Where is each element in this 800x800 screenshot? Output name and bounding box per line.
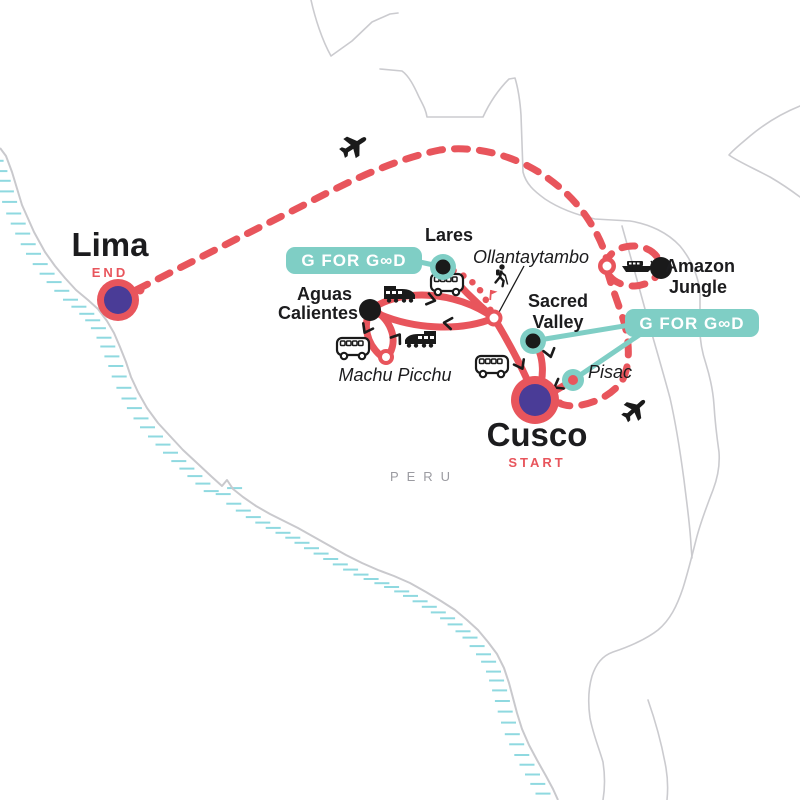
pisac-marker — [562, 369, 584, 391]
plane-icon — [339, 136, 367, 159]
link-gforgood-sacred-valley — [530, 320, 645, 344]
coast-hatching — [0, 159, 551, 795]
amazon-jungle-marker — [650, 257, 672, 279]
g-for-good-badge-left-label: G FOR G∞D — [301, 251, 406, 270]
route-aguas-ollantaytambo-outbound — [366, 291, 498, 322]
ollantaytambo-label: Ollantaytambo — [473, 247, 589, 267]
train-icon — [384, 286, 415, 303]
lima-marker — [97, 279, 145, 321]
amazon-junction-marker — [598, 257, 616, 275]
g-for-good-badge-left: G FOR G∞D — [286, 247, 422, 274]
chevron-icon — [542, 346, 556, 359]
border-line — [379, 68, 721, 800]
g-for-good-badge-right: G FOR G∞D — [625, 309, 759, 337]
hiker-icon — [494, 264, 509, 288]
g-for-good-badge-right-label: G FOR G∞D — [639, 314, 744, 333]
plane-icon — [621, 399, 646, 423]
ollantaytambo-leader-line — [497, 265, 525, 315]
border-line — [310, 0, 399, 57]
sacred-valley-label-line1: Sacred — [528, 291, 588, 311]
sacred-valley-marker — [520, 328, 546, 354]
lares-marker — [430, 254, 456, 280]
chevron-icon — [512, 358, 526, 370]
chevron-icon — [425, 292, 437, 306]
chevron-icon — [442, 316, 454, 331]
country-borders — [310, 0, 800, 800]
lima-end-tag: END — [92, 265, 128, 280]
bus-icon — [474, 354, 510, 379]
ollantaytambo-junction-marker — [485, 309, 503, 327]
chevron-icon — [389, 333, 402, 346]
aguas-calientes-label-line1: Aguas — [297, 284, 352, 304]
boat-icon — [622, 260, 655, 272]
route-flight-cusco-amazon — [555, 266, 632, 410]
lima-label: Lima — [71, 226, 149, 263]
train-icon — [405, 331, 436, 348]
country-label: PERU — [390, 469, 458, 484]
border-line — [728, 105, 800, 198]
cusco-label: Cusco — [487, 416, 588, 453]
link-gforgood-pisac — [570, 328, 648, 383]
amazon-jungle-label-line1: Amazon — [665, 256, 735, 276]
aguas-calientes-label-line2: Calientes — [278, 303, 358, 323]
border-line — [621, 225, 693, 559]
sacred-valley-label-line2: Valley — [532, 312, 583, 332]
chevron-icon — [361, 322, 375, 334]
machu-picchu-label: Machu Picchu — [338, 365, 451, 385]
machu-picchu-marker — [378, 349, 394, 365]
bus-icon — [335, 336, 371, 361]
cusco-start-tag: START — [508, 455, 565, 470]
trail-flag-icon — [489, 289, 498, 301]
lares-label: Lares — [425, 225, 473, 245]
cusco-marker — [511, 376, 559, 424]
coastline — [0, 147, 559, 800]
route-flight-cusco-lima — [132, 145, 611, 294]
route-trek-lares-ollantaytambo — [439, 263, 498, 322]
border-line — [647, 699, 669, 800]
amazon-jungle-label-line2: Jungle — [669, 277, 727, 297]
aguas-calientes-marker — [359, 299, 381, 321]
pisac-label: Pisac — [588, 362, 632, 382]
